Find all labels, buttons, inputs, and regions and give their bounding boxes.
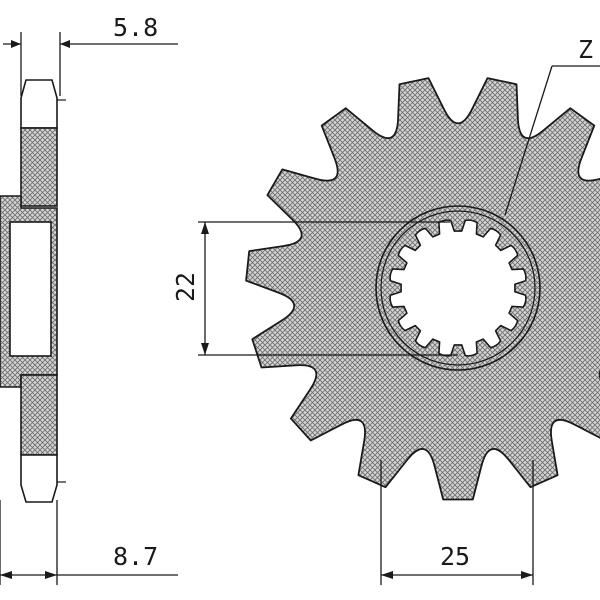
teeth-count-label: Z xyxy=(578,35,593,64)
side-plate-lower xyxy=(20,374,58,456)
teeth-count-callout: Z xyxy=(504,35,600,216)
dimension-hub-thickness: 5.8 xyxy=(3,13,178,96)
spline-bore xyxy=(389,219,527,357)
side-tooth-bottom xyxy=(20,454,58,503)
bolt-spacing-label: 25 xyxy=(440,542,470,571)
dimension-spline-diameter: 22 xyxy=(171,221,458,356)
hub-thickness-label: 5.8 xyxy=(113,13,158,42)
side-tooth-top xyxy=(20,79,58,129)
sprocket-front-view xyxy=(245,77,600,501)
spline-diameter-label: 22 xyxy=(171,272,200,302)
side-profile-view xyxy=(0,79,66,503)
hub-ring xyxy=(375,205,541,371)
dimension-overall-thickness: 8.7 xyxy=(0,500,178,585)
dimension-bolt-spacing: 25 xyxy=(380,460,534,585)
side-hub-bore xyxy=(9,221,52,357)
side-plate-upper xyxy=(20,127,58,207)
overall-thickness-label: 8.7 xyxy=(113,542,158,571)
hub-ring-inner xyxy=(380,210,536,366)
